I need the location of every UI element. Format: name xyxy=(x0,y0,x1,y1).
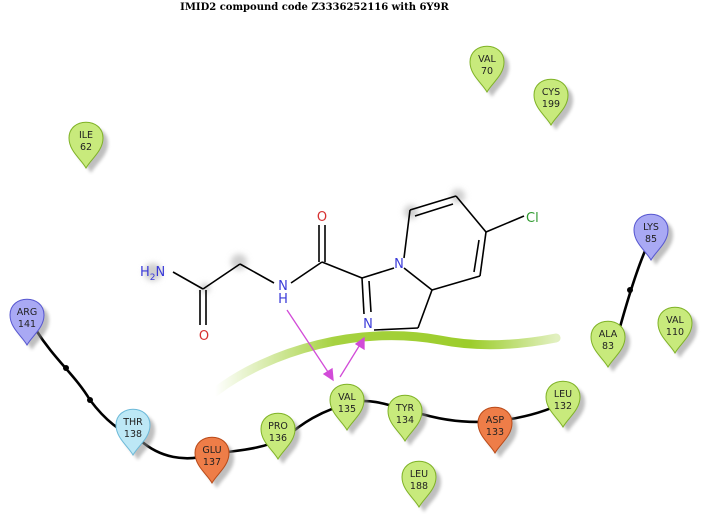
residue-marker xyxy=(329,383,365,432)
residue-number: 135 xyxy=(338,404,356,415)
residue-marker xyxy=(469,45,505,94)
residue-number: 136 xyxy=(269,433,287,444)
residue-marker xyxy=(9,298,45,347)
residue-name: ASP xyxy=(486,415,505,426)
residue-marker xyxy=(260,412,296,461)
atom-n-imidazole: N xyxy=(363,317,373,332)
backbone-beads xyxy=(63,287,633,403)
residue-number: 132 xyxy=(554,401,572,412)
residue-marker xyxy=(533,78,569,127)
residue-marker xyxy=(545,380,581,429)
residue-name: ILE xyxy=(79,130,93,141)
residue-number: 62 xyxy=(80,142,92,153)
atom-n-amide: N xyxy=(278,279,288,294)
residue-name: LYS xyxy=(643,222,659,233)
residue-marker xyxy=(68,121,104,170)
ligand-atoms: H2N O N H O N N Cl xyxy=(140,210,539,344)
diagram-title: IMID2 compound code Z3336252116 with 6Y9… xyxy=(180,2,449,13)
residue-number: 141 xyxy=(18,319,36,330)
pocket-exposure-curve xyxy=(210,331,561,397)
atom-nh2: H2N xyxy=(140,265,165,283)
residue-marker xyxy=(194,436,230,485)
residue-name: VAL xyxy=(666,315,684,326)
residue-name: TYR xyxy=(395,403,415,414)
residue-number: 137 xyxy=(203,457,221,468)
residue-marker xyxy=(115,408,151,457)
residue-marker xyxy=(657,306,693,355)
residue-name: ARG xyxy=(17,307,37,318)
atom-n-bridgehead: N xyxy=(394,257,404,272)
residue-marker xyxy=(477,406,513,455)
atom-cl: Cl xyxy=(526,211,539,226)
residue-number: 110 xyxy=(666,327,684,338)
residue-name: ALA xyxy=(599,329,618,340)
residue-name: LEU xyxy=(410,469,428,480)
ligand-bonds xyxy=(172,195,525,331)
residue-name: LEU xyxy=(554,389,572,400)
residue-marker xyxy=(633,213,669,262)
residue-layer: VAL70CYS199ILE62LYS85VAL110ALA83ARG141TH… xyxy=(9,45,697,512)
residue-marker xyxy=(590,320,626,369)
residue-name: THR xyxy=(122,417,143,428)
residue-name: PRO xyxy=(268,421,288,432)
atom-o-carbonyl: O xyxy=(317,210,327,225)
residue-name: CYS xyxy=(542,87,560,98)
atom-h-amide: H xyxy=(278,292,288,307)
residue-marker xyxy=(401,460,437,509)
atom-o-amide-primary: O xyxy=(199,329,209,344)
residue-number: 138 xyxy=(124,429,142,440)
residue-name: VAL xyxy=(478,54,496,65)
residue-marker xyxy=(387,394,423,443)
residue-number: 70 xyxy=(481,66,493,77)
residue-number: 188 xyxy=(410,481,428,492)
residue-number: 199 xyxy=(542,99,560,110)
residue-number: 85 xyxy=(645,234,657,245)
residue-number: 83 xyxy=(602,341,614,352)
hbond-arrows xyxy=(286,309,365,382)
residue-name: GLU xyxy=(202,445,221,456)
residue-name: VAL xyxy=(338,392,356,403)
residue-number: 134 xyxy=(396,415,414,426)
residue-number: 133 xyxy=(486,427,504,438)
